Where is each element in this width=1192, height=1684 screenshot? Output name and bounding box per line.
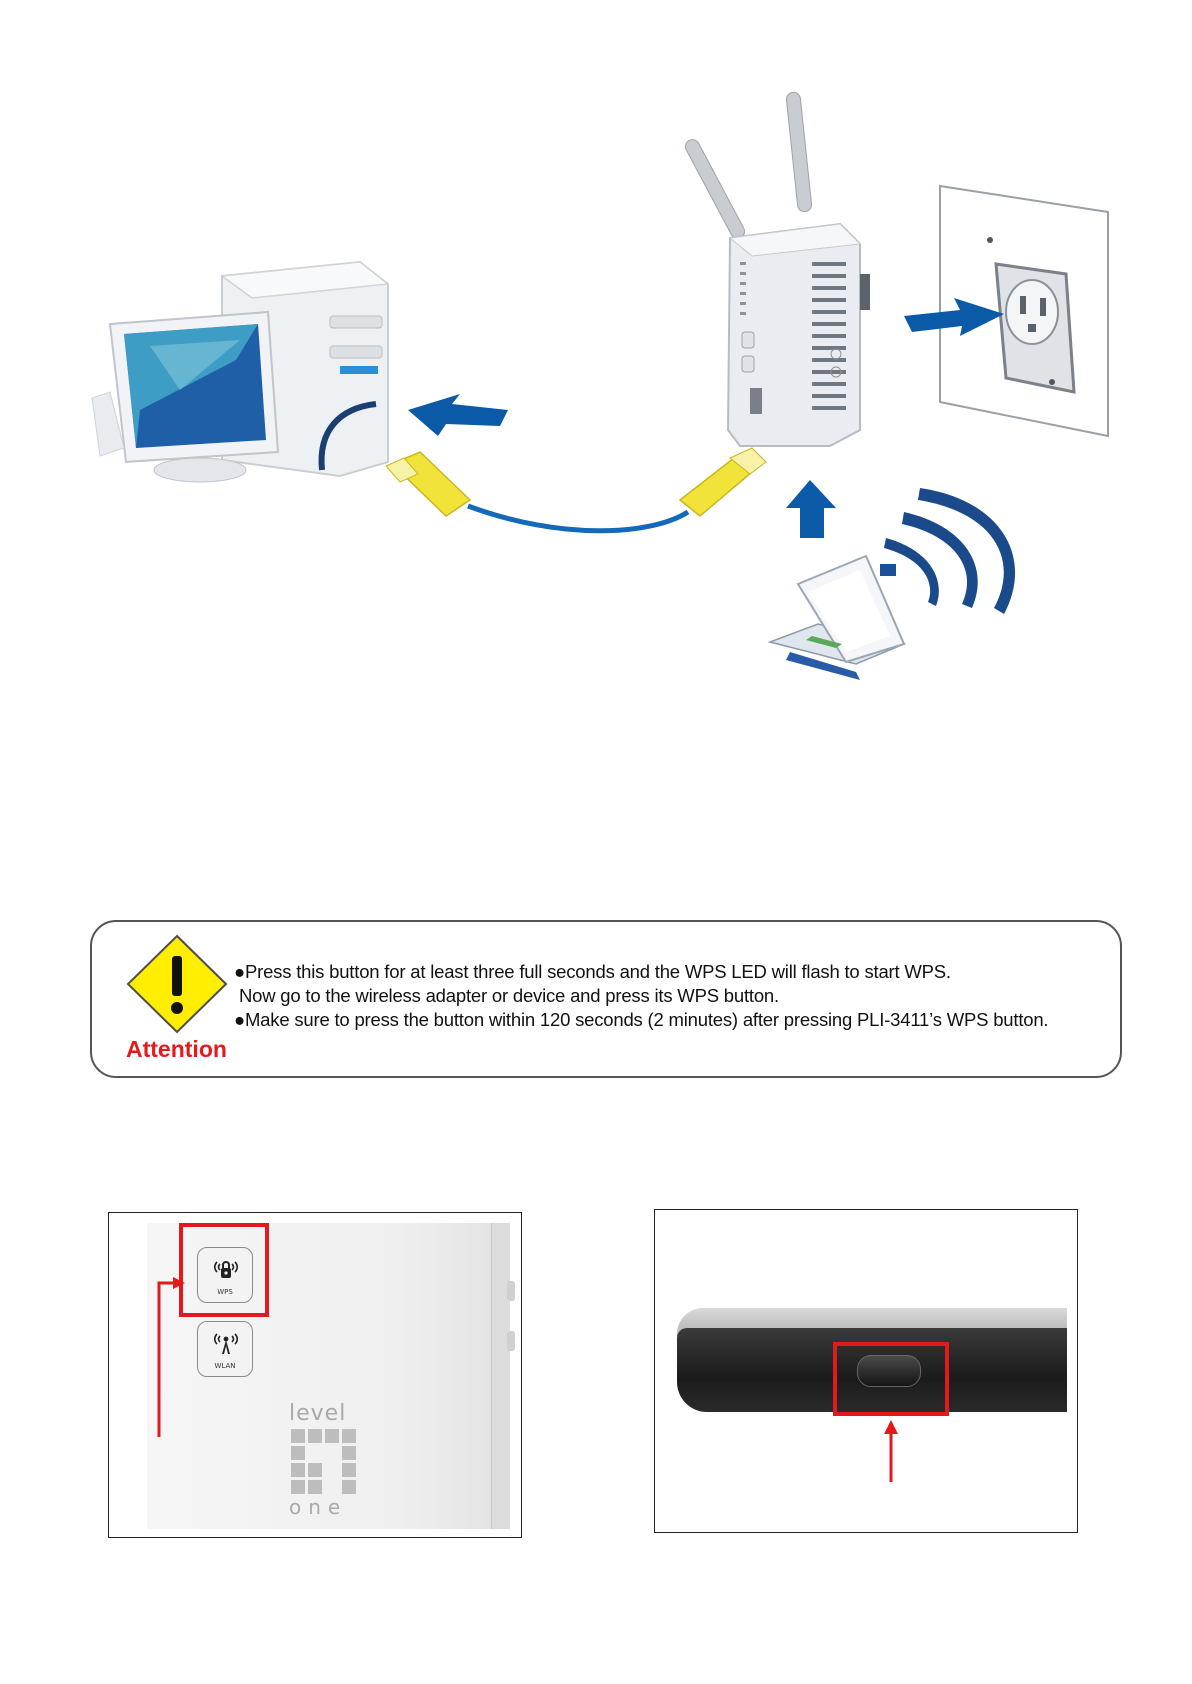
logo-grid-icon [291, 1429, 357, 1495]
red-up-arrow-icon [881, 1420, 901, 1482]
side-button [507, 1281, 515, 1301]
arrow-left-icon [408, 394, 508, 436]
desktop-computer-icon [92, 262, 388, 482]
side-button [507, 1331, 515, 1351]
attention-line: Now go to the wireless adapter or device… [234, 984, 1114, 1008]
red-pointer-arrow-icon [147, 1269, 191, 1439]
device-edge [491, 1223, 510, 1529]
attention-notice: Attention ●Press this button for at leas… [90, 920, 1122, 1078]
wlan-button[interactable]: WLAN [197, 1321, 253, 1377]
warning-icon [124, 932, 230, 1036]
laptop-icon [770, 556, 904, 680]
device-buttons-photo: WPS WLAN level [108, 1212, 522, 1538]
arrow-up-icon [786, 480, 836, 538]
level-one-logo: level one [289, 1401, 379, 1521]
attention-line: ●Make sure to press the button within 12… [234, 1008, 1114, 1032]
wlan-caption: WLAN [198, 1362, 252, 1370]
wireless-signal-icon [884, 488, 1015, 614]
attention-text: ●Press this button for at least three fu… [234, 960, 1114, 1032]
wps-highlight-box [179, 1223, 269, 1317]
logo-text-bottom: one [289, 1495, 347, 1519]
attention-label: Attention [126, 1036, 227, 1063]
adapter-button-photo [654, 1209, 1078, 1533]
logo-text-top: level [289, 1401, 346, 1426]
setup-illustration [0, 0, 1192, 700]
attention-line: ●Press this button for at least three fu… [234, 960, 1114, 984]
adapter-button-highlight-box [833, 1342, 949, 1416]
wlan-antenna-icon [212, 1330, 240, 1356]
ethernet-cable-icon [386, 448, 766, 531]
powerline-adapter-icon [683, 92, 870, 446]
